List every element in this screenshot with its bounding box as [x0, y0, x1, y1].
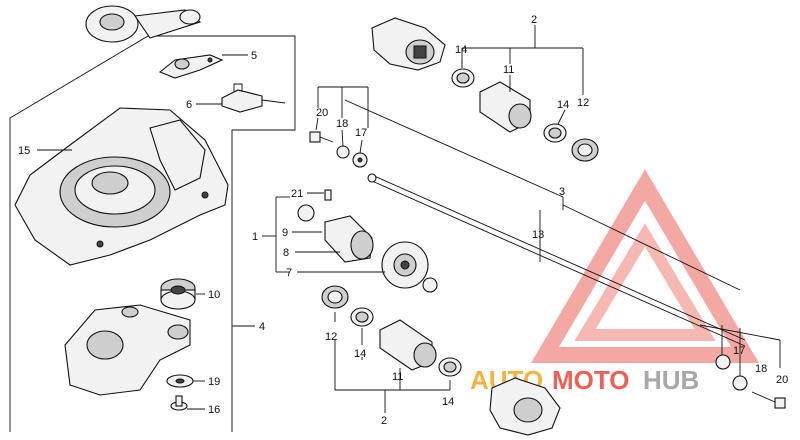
- part-20-bolt-right: [751, 391, 786, 409]
- watermark-triangle-outer: [531, 169, 759, 363]
- part-17-washer-right: [715, 354, 731, 370]
- callout-10: 10: [208, 289, 220, 301]
- callout-19: 19: [208, 376, 220, 388]
- callout-13: 13: [532, 229, 544, 241]
- part-11-sleeve-bottom: [379, 319, 437, 371]
- lower-gear-assembly: [489, 377, 561, 436]
- callout-20-right: 20: [776, 374, 788, 386]
- upper-gear-assembly: [371, 17, 446, 71]
- watermark-logo: AUTO MOTO HUB: [470, 169, 759, 395]
- callout-4: 4: [259, 321, 265, 333]
- callout-14-top-b: 14: [557, 99, 569, 111]
- watermark-triangle-inner: [574, 223, 716, 341]
- watermark-text-hub: HUB: [643, 365, 699, 395]
- part-14-bushing-top-b: [543, 123, 567, 143]
- callout-1: 1: [252, 231, 258, 243]
- part-8-splined-collar: [324, 215, 374, 263]
- watermark-text-moto: MOTO: [552, 365, 630, 395]
- gear-housing-casting: [64, 304, 191, 396]
- callout-17-right: 17: [733, 345, 745, 357]
- callout-14-bottom-a: 14: [354, 348, 366, 360]
- part-21-pin: [324, 189, 332, 201]
- leader-lines: [37, 25, 781, 413]
- part-7-gear: [381, 241, 429, 289]
- part-11-sleeve-top: [479, 81, 532, 133]
- housing-box-outline: [9, 35, 296, 432]
- callout-20-top: 20: [316, 107, 328, 119]
- part-12-bearing-top: [571, 138, 599, 162]
- callout-11-top: 11: [503, 64, 514, 76]
- part-3-main-shaft: [367, 173, 746, 347]
- callout-2-bottom: 2: [381, 415, 387, 427]
- part-15-housing: [14, 107, 229, 266]
- part-14-bushing-bottom-a: [350, 307, 374, 327]
- callout-18-right: 18: [755, 363, 767, 375]
- part-9-washer: [297, 204, 315, 222]
- part-18-washer-right: [732, 375, 748, 391]
- part-18-washer-top: [336, 145, 350, 159]
- part-6-clip: [221, 83, 286, 113]
- callout-2-top: 2: [531, 14, 537, 26]
- callout-7: 7: [286, 267, 292, 279]
- callout-12-bottom: 12: [325, 331, 337, 343]
- part-20-bolt-top: [309, 131, 334, 143]
- callout-18-top: 18: [336, 118, 348, 130]
- part-washer-small: [422, 277, 438, 293]
- callout-6: 6: [186, 99, 192, 111]
- callout-14-top-a: 14: [455, 44, 467, 56]
- part-14-bushing-bottom-b: [438, 357, 462, 377]
- callout-8: 8: [283, 247, 289, 259]
- callout-5: 5: [251, 50, 257, 62]
- pulley-belt: [85, 5, 202, 43]
- part-10-grommet: [160, 278, 196, 310]
- part-5-bracket: [158, 54, 224, 79]
- part-12-bearing-bottom: [321, 285, 349, 309]
- callout-21: 21: [291, 188, 303, 200]
- callout-labels: 1 2 2 3 4 5 6 7 8 9 10 11 11 12 12 13 14…: [18, 14, 788, 427]
- callout-17-top: 17: [355, 127, 367, 139]
- part-14-bushing-top-a: [451, 68, 475, 88]
- callout-15: 15: [18, 145, 30, 157]
- callout-11-bottom: 11: [392, 371, 403, 383]
- callout-14-bottom-b: 14: [442, 396, 454, 408]
- part-16-bolt: [170, 395, 188, 411]
- callout-3: 3: [559, 186, 565, 198]
- callout-9: 9: [282, 227, 288, 239]
- callout-12-top: 12: [577, 97, 589, 109]
- callout-16: 16: [208, 404, 220, 416]
